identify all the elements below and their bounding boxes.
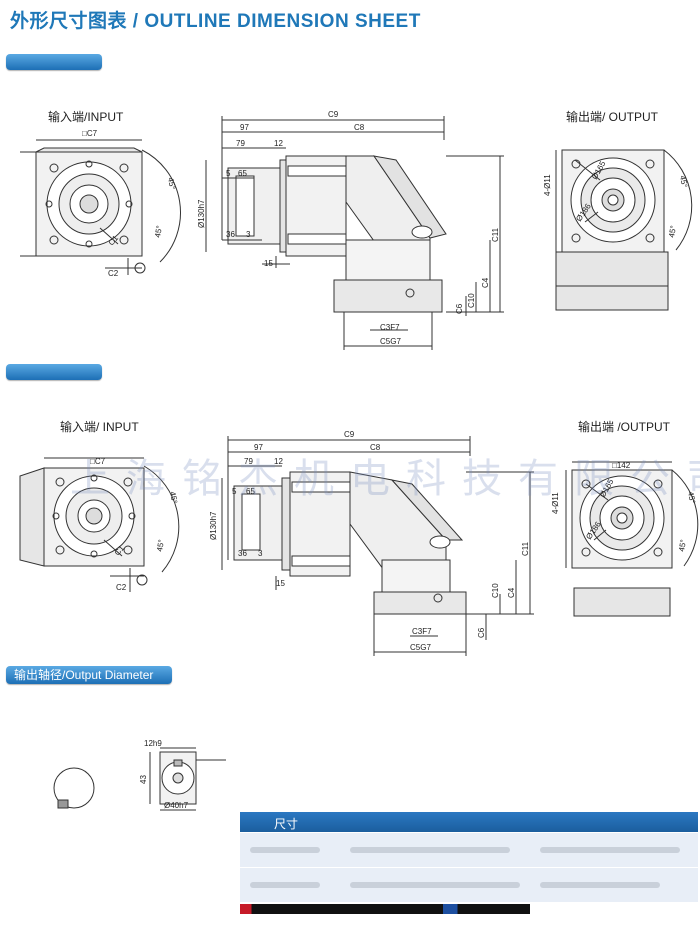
s2-label-c5: C5G7: [410, 643, 431, 652]
s1-label-c6: C6: [455, 303, 464, 314]
input-flange-view-1: [20, 139, 181, 275]
s3-label-12h9: 12h9: [144, 739, 162, 748]
page-title: 外形尺寸图表 / OUTLINE DIMENSION SHEET: [10, 11, 421, 32]
s1-label-c5: C5G7: [380, 337, 401, 346]
s2-label-holes: 4-Ø11: [551, 492, 560, 514]
s3-label-40: Ø40h7: [164, 801, 189, 810]
s1-label-12: 12: [274, 139, 283, 148]
s1-label-c11: C11: [491, 227, 500, 242]
s2-out-45b: 45°: [677, 539, 688, 552]
s1-label-45a: 45°: [166, 177, 177, 190]
s1-label-c3: C3F7: [380, 323, 400, 332]
side-view-1: [205, 116, 504, 350]
output-flange-view-2: [565, 461, 699, 617]
s2-label-c2: C2: [116, 583, 127, 592]
s2-label-79: 79: [244, 457, 253, 466]
s1-label-5: 5: [226, 169, 231, 178]
s1-label-holes: 4-Ø11: [543, 174, 552, 196]
s1-label-130: Ø130h7: [197, 199, 206, 228]
spec-table-header-label: 尺寸: [274, 817, 299, 831]
s2-label-3: 3: [258, 549, 263, 558]
s2-label-c10: C10: [491, 583, 500, 598]
s2-label-c9: C9: [344, 430, 355, 439]
output-caption-2: 输出端 /OUTPUT: [578, 420, 670, 434]
s2-label-c6: C6: [477, 627, 486, 638]
s2-label-65: 65: [246, 487, 255, 496]
s2-label-5: 5: [232, 487, 237, 496]
s1-label-15: 15: [264, 259, 273, 268]
section-tab-2: [6, 364, 102, 380]
s1-out-45a: 45°: [678, 175, 689, 188]
s2-label-c4: C4: [507, 587, 516, 598]
s1-out-45b: 45°: [667, 225, 678, 238]
s2-label-15: 15: [276, 579, 285, 588]
section-tab-output-diameter: 输出轴径/Output Diameter: [6, 666, 172, 684]
spec-table-row: [240, 832, 698, 867]
input-caption-1: 输入端/INPUT: [48, 110, 124, 124]
footer-bar: [240, 904, 530, 914]
input-caption-2: 输入端/ INPUT: [60, 420, 139, 434]
input-flange-view-2: [19, 457, 180, 592]
side-view-2: [221, 436, 534, 656]
s1-label-c8: C8: [354, 123, 365, 132]
s1-label-c2: C2: [108, 269, 119, 278]
spec-table-header: 尺寸: [240, 812, 698, 832]
s1-label-79: 79: [236, 139, 245, 148]
s2-label-c11: C11: [521, 541, 530, 556]
output-caption-1: 输出端/ OUTPUT: [566, 110, 658, 124]
s2-label-c3: C3F7: [412, 627, 432, 636]
s1-label-c7: □C7: [82, 129, 98, 138]
s1-label-45b: 45°: [153, 225, 164, 238]
s1-label-c4: C4: [481, 277, 490, 288]
s2-label-c8: C8: [370, 443, 381, 452]
s2-label-12: 12: [274, 457, 283, 466]
section-tab-1: [6, 54, 102, 70]
s1-label-65: 65: [238, 169, 247, 178]
s1-label-3: 3: [246, 230, 251, 239]
spec-table: 尺寸: [240, 812, 698, 902]
spec-table-row: [240, 867, 698, 902]
s2-label-45b: 45°: [155, 539, 166, 552]
s1-label-97: 97: [240, 123, 249, 132]
s3-label-43: 43: [139, 775, 148, 784]
s2-out-45a: 45°: [686, 491, 697, 504]
s1-label-c9: C9: [328, 110, 339, 119]
output-diameter-views: [53, 747, 226, 811]
watermark: 上海铭杰机电科技有限公司: [70, 457, 700, 501]
s2-label-97: 97: [254, 443, 263, 452]
s2-label-45a: 45°: [168, 491, 179, 504]
s2-label-c7: □C7: [90, 457, 106, 466]
s1-label-c10: C10: [467, 293, 476, 308]
s2-label-sq142: □142: [612, 461, 631, 470]
output-flange-view-1: [555, 149, 693, 311]
s2-label-130: Ø130h7: [209, 511, 218, 540]
s1-label-36: 36: [226, 230, 235, 239]
s2-label-36: 36: [238, 549, 247, 558]
